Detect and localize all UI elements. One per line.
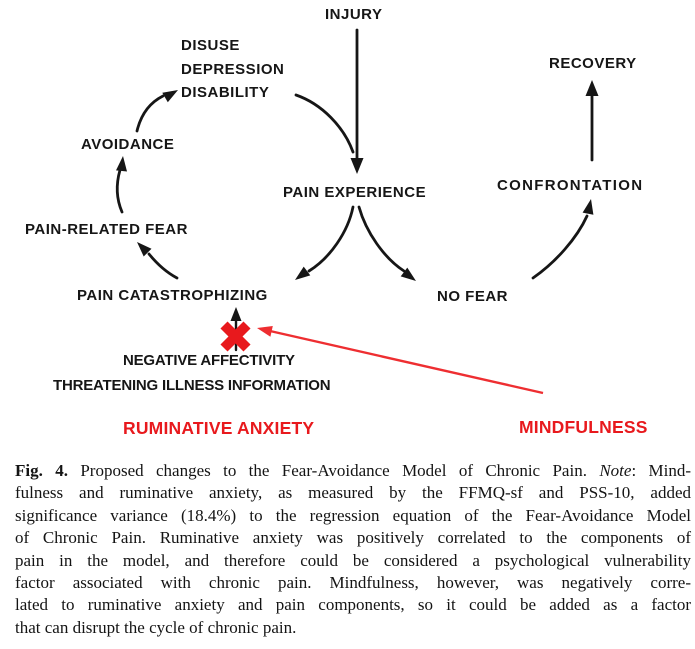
node-ruminative-anxiety: RUMINATIVE ANXIETY (123, 418, 315, 438)
figure-caption: Fig. 4. Proposed changes to the Fear-Avo… (15, 460, 691, 639)
node-threatening-illness-information: THREATENING ILLNESS INFORMATION (53, 377, 331, 394)
caption-line-4: of Chronic Pain. Ruminative anxiety was … (15, 528, 691, 548)
node-mindfulness: MINDFULNESS (519, 417, 648, 437)
arrowhead-confrontation (582, 199, 594, 215)
node-negative-affectivity: NEGATIVE AFFECTIVITY (123, 352, 295, 369)
caption-line-7: lated to ruminative anxiety and pain com… (15, 595, 691, 615)
caption-line-6: factor associated with chronic pain. Min… (15, 573, 691, 593)
node-disuse-line: DISUSE (181, 37, 240, 54)
caption-line-3: significance variance (18.4%) to the reg… (15, 505, 691, 525)
caption-line-8: that can disrupt the cycle of chronic pa… (15, 617, 297, 637)
arrowhead-pain-related-fear (137, 242, 152, 257)
caption-line-1-body: Proposed changes to the Fear-Avoidance M… (80, 461, 587, 480)
node-pain-related-fear: PAIN-RELATED FEAR (25, 221, 188, 238)
note-label: Note (599, 461, 632, 480)
arrowhead-no-fear (400, 267, 416, 281)
arrowhead-catastrophizing-small (230, 307, 242, 321)
arrow-avoidance-to-disability (135, 94, 165, 133)
arrowhead-pain-experience (350, 158, 364, 174)
node-disuse-depression-disability: DISUSE DEPRESSION DISABILITY (181, 34, 284, 105)
arrow-pain-experience-to-catastrophizing (307, 205, 355, 273)
caption-line-5: pain in the model, and therefore could b… (15, 550, 691, 570)
node-pain-catastrophizing: PAIN CATASTROPHIZING (77, 287, 268, 304)
mindfulness-arrow-line (269, 329, 544, 395)
arrow-pain-experience-to-no-fear (357, 205, 406, 273)
mindfulness-arrowhead (257, 326, 273, 337)
node-avoidance: AVOIDANCE (81, 136, 175, 153)
diagram-arrows-layer (115, 28, 599, 395)
arrow-disability-to-pain-experience (294, 93, 355, 154)
node-no-fear: NO FEAR (437, 288, 508, 305)
arrow-fear-to-avoidance (115, 168, 124, 214)
node-confrontation: CONFRONTATION (497, 177, 644, 194)
caption-line-1: Fig. 4. Proposed changes to the Fear-Avo… (15, 460, 691, 482)
arrow-catastrophizing-to-fear (147, 252, 179, 280)
arrowhead-catastrophizing (295, 266, 311, 280)
disruption-x-icon (220, 321, 251, 352)
arrowhead-avoidance (116, 156, 127, 172)
caption-line-1-tail: : Mind- (631, 461, 692, 480)
node-recovery: RECOVERY (549, 55, 637, 72)
node-pain-experience: PAIN EXPERIENCE (283, 184, 427, 201)
arrowhead-disability (162, 90, 178, 103)
node-disability-line: DISABILITY (181, 84, 270, 101)
caption-line-2: fulness and ruminative anxiety, as measu… (15, 483, 691, 503)
fear-avoidance-model-diagram: INJURY DISUSE DEPRESSION DISABILITY RECO… (25, 6, 648, 438)
node-depression-line: DEPRESSION (181, 60, 285, 78)
arrow-no-fear-to-confrontation (531, 214, 589, 280)
figure-number-label: Fig. 4. (15, 461, 68, 480)
node-injury: INJURY (325, 6, 383, 23)
arrowhead-recovery (585, 80, 599, 96)
